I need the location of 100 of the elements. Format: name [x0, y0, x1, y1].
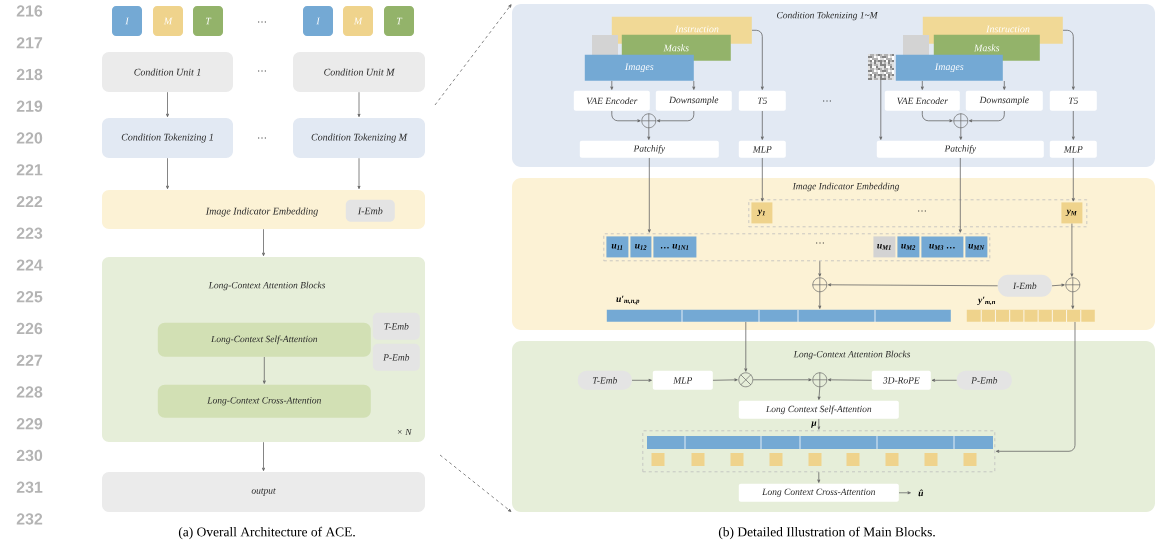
node-label: u$_{MN}$	[968, 244, 985, 250]
arrow	[818, 260, 822, 277]
token-bar: u′$_{m,n,p}$	[606, 295, 951, 323]
token-group-frame	[642, 430, 996, 473]
token-cell: y$_{M}$	[1061, 202, 1083, 224]
condition-unit-box: Condition Unit 1	[102, 52, 233, 92]
arrow	[958, 157, 962, 233]
token-square: T	[384, 6, 414, 36]
token-cell: u$_{12}$	[630, 236, 652, 258]
ellipsis: …	[258, 21, 266, 23]
arrow	[752, 378, 812, 382]
arrow	[1071, 291, 1075, 309]
line-number: 220	[16, 132, 43, 144]
line-number: 218	[16, 68, 43, 81]
arrow	[921, 110, 953, 123]
dashed-group-frame	[748, 199, 1088, 228]
line-number: 226	[16, 322, 43, 335]
line-number: 225	[16, 291, 43, 303]
dashed-arrow	[439, 454, 512, 512]
tokenizing-box: Condition Tokenizing M	[293, 118, 425, 158]
images-card: Images	[584, 54, 694, 81]
line-number: 227	[16, 354, 43, 366]
line-number: 219	[16, 100, 43, 112]
arrow	[647, 127, 651, 140]
token-square: I	[112, 6, 142, 36]
multiply-circle	[738, 372, 754, 388]
ellipsis: …	[918, 210, 926, 212]
line-number: 222	[16, 195, 43, 208]
token-bar: y′$_{m,n}$	[966, 296, 1095, 323]
node-label: u$_{M3}$ …	[929, 244, 955, 250]
ellipsis: …	[258, 137, 266, 139]
arrow	[647, 157, 651, 233]
arrow	[760, 110, 764, 140]
arrow	[968, 110, 1005, 123]
node-label: u$_{12}$	[635, 244, 647, 250]
token-square: I	[303, 6, 333, 36]
arrow	[744, 321, 748, 372]
token-cell: u$_{MN}$	[965, 236, 988, 258]
line-number: 224	[16, 259, 43, 271]
cross-attention-box: Long-Context Cross-Attention	[157, 384, 371, 418]
arrow	[827, 378, 872, 382]
images-card: Images	[895, 54, 1003, 81]
output-box: output	[102, 472, 425, 512]
output-symbol: û	[918, 489, 924, 497]
arrow	[879, 79, 883, 140]
node-label: u$_{11}$	[611, 244, 623, 250]
caption: (a) Overall Architecture of ACE.	[178, 526, 355, 540]
line-number: 216	[16, 5, 43, 17]
edge-label: μ	[810, 420, 818, 429]
add-circle	[812, 277, 828, 293]
arrow	[920, 80, 924, 90]
add-circle	[953, 113, 969, 129]
arrow	[357, 157, 361, 190]
token-cell: u$_{11}$	[606, 236, 629, 258]
token-cell: u$_{M3}$ …	[921, 236, 964, 258]
arrow	[898, 491, 911, 495]
caption: (b) Detailed Illustration of Main Blocks.	[718, 526, 935, 540]
arrow	[692, 80, 696, 90]
node-label: u′$_{m,n,p}$	[616, 295, 640, 305]
line-number: 232	[16, 513, 43, 525]
tokenizing-box: Condition Tokenizing 1	[102, 118, 233, 158]
arrow	[357, 91, 361, 118]
arrow	[610, 80, 614, 90]
token-square: M	[343, 6, 373, 36]
token-square: M	[153, 6, 183, 36]
arrow	[1002, 80, 1006, 90]
arrow	[262, 356, 266, 384]
arrow	[818, 291, 822, 309]
line-number: 223	[16, 227, 43, 239]
arrow	[817, 471, 821, 483]
arrow	[166, 91, 169, 118]
add-circle	[812, 372, 828, 388]
arrow	[959, 127, 963, 140]
noise-image-drawing	[868, 54, 894, 80]
add-circle	[1065, 277, 1081, 293]
token-cell: y$_{1}$	[751, 202, 773, 224]
line-number: 217	[16, 37, 43, 49]
arrow	[1071, 110, 1075, 140]
ellipsis: …	[823, 100, 831, 102]
self-attention-box: Long-Context Self-Attention	[157, 322, 371, 357]
token-square: T	[193, 6, 223, 36]
node-label: y′$_{m,n}$	[977, 296, 996, 306]
arrow	[760, 157, 764, 202]
arrow	[1070, 223, 1074, 277]
arrow	[712, 378, 738, 382]
ellipsis: …	[258, 70, 266, 72]
arrow	[1051, 283, 1065, 287]
arrow	[166, 157, 169, 190]
arrow	[827, 283, 998, 287]
arrow	[995, 321, 1076, 453]
add-circle	[641, 113, 657, 129]
arrow	[931, 378, 957, 382]
node-label: u$_{M2}$	[901, 244, 916, 250]
token-cell: u$_{M2}$	[897, 236, 920, 258]
condition-unit-box: Condition Unit M	[293, 52, 425, 92]
line-number: 231	[16, 481, 43, 493]
line-number: 229	[16, 418, 43, 430]
line-number: 230	[16, 449, 43, 462]
arrow	[262, 441, 265, 472]
arrow	[262, 228, 265, 257]
